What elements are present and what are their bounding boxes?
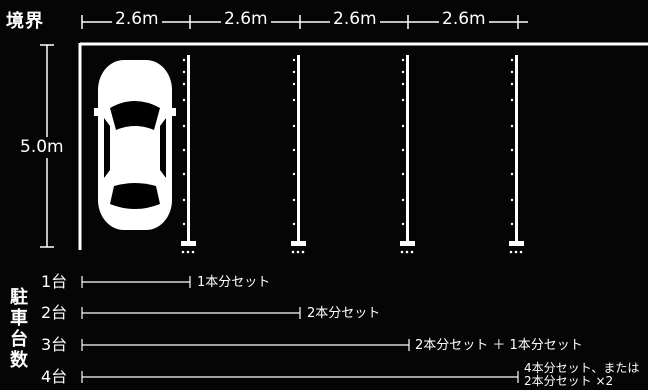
count-label-3: 3台	[41, 335, 68, 354]
set-desc-4-line-1: 4本分セット、または	[524, 361, 640, 375]
stall-divider-2	[291, 55, 306, 254]
count-label-4: 4台	[41, 367, 68, 386]
depth-label: 5.0m	[20, 137, 64, 158]
count-label-2: 2台	[41, 303, 68, 322]
width-label-1: 2.6m	[112, 11, 162, 28]
stall-divider-3	[400, 55, 415, 254]
count-range-lines	[81, 276, 519, 383]
stall-divider-4	[509, 55, 524, 254]
boundary-label: 境界	[6, 11, 44, 32]
boundary-line	[78, 42, 648, 250]
width-label-2: 2.6m	[221, 11, 271, 28]
set-desc-4-line-2: 2本分セット ×2	[524, 374, 614, 388]
car-icon	[94, 60, 176, 230]
set-desc-2: 2本分セット	[307, 306, 381, 321]
width-label-3: 2.6m	[330, 11, 380, 28]
width-label-4: 2.6m	[439, 11, 489, 28]
count-label-1: 1台	[41, 272, 68, 291]
set-desc-1: 1本分セット	[197, 275, 271, 290]
stall-divider-1	[181, 55, 196, 254]
set-desc-3: 2本分セット ＋ 1本分セット	[415, 338, 583, 353]
parking-count-title: 駐車台数	[10, 287, 28, 371]
